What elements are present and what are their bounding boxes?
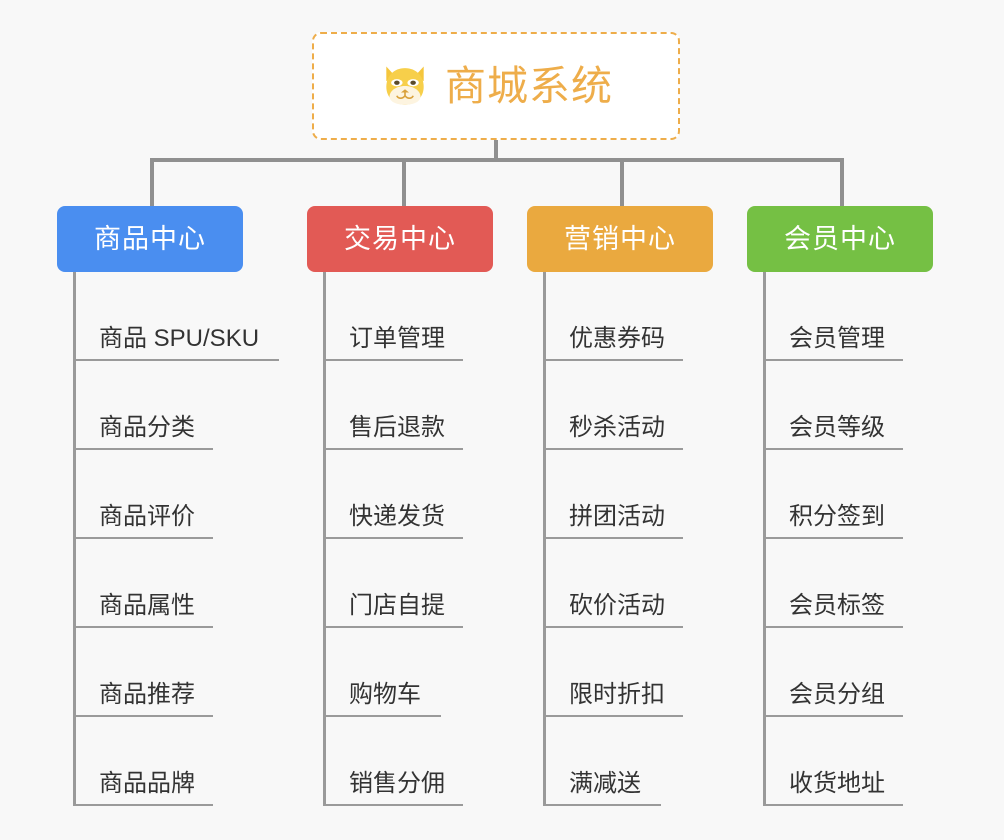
root-node-title: 商城系统 bbox=[445, 62, 613, 109]
leaf-item-label: 商品属性 bbox=[99, 592, 195, 619]
leaf-underline bbox=[323, 448, 463, 450]
leaf-underline bbox=[763, 537, 903, 539]
leaf-item[interactable]: 会员等级 bbox=[763, 361, 993, 450]
leaf-column-product-center: 商品 SPU/SKU 商品分类 商品评价 商品属性 商品推荐 商品品牌 bbox=[73, 272, 303, 806]
leaf-underline bbox=[543, 448, 683, 450]
leaf-column-trade-center: 订单管理 售后退款 快递发货 门店自提 购物车 销售分佣 bbox=[323, 272, 553, 806]
connector-drop-branch-3 bbox=[620, 158, 624, 208]
leaf-underline bbox=[763, 448, 903, 450]
leaf-item[interactable]: 限时折扣 bbox=[543, 628, 773, 717]
leaf-underline bbox=[323, 804, 463, 806]
leaf-item[interactable]: 门店自提 bbox=[323, 539, 553, 628]
leaf-item[interactable]: 售后退款 bbox=[323, 361, 553, 450]
leaf-item-label: 砍价活动 bbox=[569, 592, 665, 619]
leaf-item[interactable]: 商品推荐 bbox=[73, 628, 303, 717]
leaf-item-label: 快递发货 bbox=[349, 503, 445, 530]
leaf-item[interactable]: 会员管理 bbox=[763, 272, 993, 361]
leaf-underline bbox=[73, 715, 213, 717]
connector-horizontal-bus bbox=[150, 158, 844, 162]
leaf-underline bbox=[763, 626, 903, 628]
leaf-item-label: 满减送 bbox=[569, 770, 641, 797]
leaf-item-label: 售后退款 bbox=[349, 414, 445, 441]
leaf-item-label: 购物车 bbox=[349, 681, 421, 708]
leaf-item-label: 会员标签 bbox=[789, 592, 885, 619]
leaf-item-label: 秒杀活动 bbox=[569, 414, 665, 441]
leaf-underline bbox=[73, 448, 213, 450]
leaf-item[interactable]: 会员标签 bbox=[763, 539, 993, 628]
branch-box-trade-center[interactable]: 交易中心 bbox=[307, 206, 493, 272]
leaf-item[interactable]: 收货地址 bbox=[763, 717, 993, 806]
root-node-mall-system[interactable]: 商城系统 bbox=[312, 32, 680, 140]
leaf-item-label: 商品分类 bbox=[99, 414, 195, 441]
shiba-dog-face-icon bbox=[386, 66, 424, 105]
leaf-item[interactable]: 商品分类 bbox=[73, 361, 303, 450]
leaf-item-label: 会员管理 bbox=[789, 325, 885, 352]
leaf-item-label: 会员等级 bbox=[789, 414, 885, 441]
leaf-item[interactable]: 满减送 bbox=[543, 717, 773, 806]
leaf-underline bbox=[763, 359, 903, 361]
leaf-underline bbox=[323, 715, 441, 717]
leaf-item-label: 商品推荐 bbox=[99, 681, 195, 708]
leaf-spine bbox=[543, 272, 546, 806]
leaf-item-label: 拼团活动 bbox=[569, 503, 665, 530]
leaf-item[interactable]: 订单管理 bbox=[323, 272, 553, 361]
leaf-item-label: 商品 SPU/SKU bbox=[99, 325, 260, 352]
leaf-item[interactable]: 秒杀活动 bbox=[543, 361, 773, 450]
leaf-underline bbox=[323, 359, 463, 361]
connector-drop-branch-4 bbox=[840, 158, 844, 208]
leaf-item-label: 订单管理 bbox=[349, 325, 445, 352]
leaf-item[interactable]: 积分签到 bbox=[763, 450, 993, 539]
leaf-underline bbox=[323, 626, 463, 628]
leaf-underline bbox=[323, 537, 463, 539]
leaf-item[interactable]: 快递发货 bbox=[323, 450, 553, 539]
leaf-item-label: 优惠券码 bbox=[569, 325, 665, 352]
leaf-item[interactable]: 商品 SPU/SKU bbox=[73, 272, 303, 361]
leaf-underline bbox=[543, 715, 683, 717]
leaf-underline bbox=[73, 626, 213, 628]
connector-drop-branch-2 bbox=[402, 158, 406, 208]
branch-label: 交易中心 bbox=[344, 223, 456, 254]
branch-box-product-center[interactable]: 商品中心 bbox=[57, 206, 243, 272]
leaf-item-label: 积分签到 bbox=[789, 503, 885, 530]
leaf-column-member-center: 会员管理 会员等级 积分签到 会员标签 会员分组 收货地址 bbox=[763, 272, 993, 806]
leaf-item[interactable]: 拼团活动 bbox=[543, 450, 773, 539]
leaf-column-marketing-center: 优惠券码 秒杀活动 拼团活动 砍价活动 限时折扣 满减送 bbox=[543, 272, 773, 806]
leaf-underline bbox=[543, 626, 683, 628]
leaf-item[interactable]: 会员分组 bbox=[763, 628, 993, 717]
leaf-underline bbox=[543, 359, 683, 361]
leaf-spine bbox=[73, 272, 76, 806]
branch-box-member-center[interactable]: 会员中心 bbox=[747, 206, 933, 272]
leaf-underline bbox=[543, 804, 661, 806]
branch-label: 营销中心 bbox=[564, 223, 676, 254]
leaf-item[interactable]: 商品评价 bbox=[73, 450, 303, 539]
branch-label: 会员中心 bbox=[784, 223, 896, 254]
connector-drop-branch-1 bbox=[150, 158, 154, 208]
leaf-item-label: 限时折扣 bbox=[569, 681, 665, 708]
connector-root-stem bbox=[494, 140, 498, 162]
leaf-underline bbox=[763, 715, 903, 717]
leaf-item-label: 销售分佣 bbox=[349, 770, 445, 797]
leaf-item-label: 商品品牌 bbox=[99, 770, 195, 797]
leaf-underline bbox=[73, 537, 213, 539]
leaf-item[interactable]: 砍价活动 bbox=[543, 539, 773, 628]
leaf-spine bbox=[763, 272, 766, 806]
leaf-underline bbox=[73, 804, 213, 806]
branch-box-marketing-center[interactable]: 营销中心 bbox=[527, 206, 713, 272]
leaf-underline bbox=[763, 804, 903, 806]
leaf-spine bbox=[323, 272, 326, 806]
branch-label: 商品中心 bbox=[94, 223, 206, 254]
leaf-item[interactable]: 购物车 bbox=[323, 628, 553, 717]
leaf-item[interactable]: 商品品牌 bbox=[73, 717, 303, 806]
leaf-underline bbox=[73, 359, 279, 361]
leaf-item[interactable]: 优惠券码 bbox=[543, 272, 773, 361]
leaf-item[interactable]: 销售分佣 bbox=[323, 717, 553, 806]
leaf-item-label: 收货地址 bbox=[789, 770, 885, 797]
leaf-underline bbox=[543, 537, 683, 539]
leaf-item-label: 门店自提 bbox=[349, 592, 445, 619]
leaf-item-label: 商品评价 bbox=[99, 503, 195, 530]
leaf-item[interactable]: 商品属性 bbox=[73, 539, 303, 628]
leaf-item-label: 会员分组 bbox=[789, 681, 885, 708]
